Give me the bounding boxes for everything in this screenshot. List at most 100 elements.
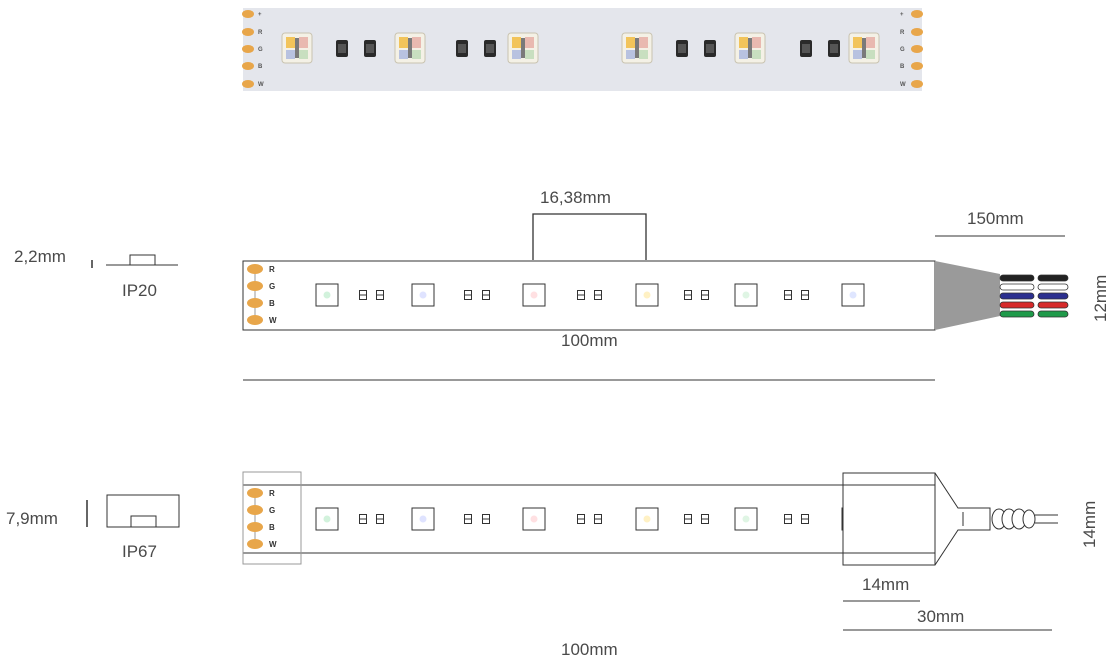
ip20-resistor xyxy=(801,290,809,300)
ip20-pad-label: G xyxy=(269,282,275,291)
ip20-pad-label: W xyxy=(269,316,277,325)
ip20-wire xyxy=(999,274,1035,282)
ip20-profile-led xyxy=(129,254,156,266)
ip20-led-dot xyxy=(530,291,538,299)
ip67-length-label: 100mm xyxy=(561,640,618,659)
ip20-wire xyxy=(1037,310,1069,318)
ip67-pad-label: W xyxy=(269,540,277,549)
ip67-pad-g xyxy=(247,505,263,515)
ip67-end-cap-left xyxy=(242,471,302,565)
photo-pad-label-left: + xyxy=(258,12,262,18)
ip20-resistor xyxy=(376,290,384,300)
photo-pad-right xyxy=(911,62,923,70)
ip67-pad-label: R xyxy=(269,489,275,498)
ip67-pad-r xyxy=(247,488,263,498)
ip20-strip-body xyxy=(242,260,936,331)
ip67-cap-total-label: 30mm xyxy=(917,607,964,626)
ip67-resistor xyxy=(684,514,692,524)
ip67-cap-length-label: 14mm xyxy=(862,575,909,594)
ip20-resistor xyxy=(359,290,367,300)
ip67-pad-label: G xyxy=(269,506,275,515)
ip20-pad-label: R xyxy=(269,265,275,274)
ip67-resistors xyxy=(359,514,809,524)
ip20-resistor xyxy=(482,290,490,300)
ip67-led-dot xyxy=(742,515,750,523)
ip67-pad-b xyxy=(247,522,263,532)
ip67-wire-ring xyxy=(1022,509,1036,529)
ip67-led-dot xyxy=(323,515,331,523)
ip67-resistor xyxy=(482,514,490,524)
photo-pad-label-left: B xyxy=(258,64,263,70)
ip20-wire xyxy=(999,283,1035,291)
ip20-wire xyxy=(1037,292,1069,300)
ip67-led-dot xyxy=(643,515,651,523)
photo-pad-label-right: W xyxy=(900,82,906,88)
ip20-wire xyxy=(999,310,1035,318)
photo-pad-label-right: G xyxy=(900,47,905,53)
ip67-wires xyxy=(991,508,1058,530)
ip20-resistor xyxy=(701,290,709,300)
photo-pad-label-left: W xyxy=(258,82,264,88)
photo-resistor xyxy=(364,40,376,57)
ip20-pitch-label: 16,38mm xyxy=(540,188,611,207)
ip20-wire xyxy=(1037,274,1069,282)
ip20-pad-w xyxy=(247,315,263,325)
ip20-led-dot xyxy=(643,291,651,299)
photo-pad-label-left: G xyxy=(258,47,263,53)
photo-pad-left xyxy=(242,10,254,18)
ip20-wire xyxy=(1037,283,1069,291)
ip20-leds xyxy=(315,283,865,307)
ip20-led-dot xyxy=(742,291,750,299)
ip20-pad-b xyxy=(247,298,263,308)
photo-pad-left xyxy=(242,45,254,53)
photo-resistor xyxy=(800,40,812,57)
ip67-resistor xyxy=(801,514,809,524)
ip67-pad-w xyxy=(247,539,263,549)
ip20-wire xyxy=(999,301,1035,309)
photo-led xyxy=(281,32,313,64)
ip20-pad-g xyxy=(247,281,263,291)
photo-led xyxy=(734,32,766,64)
ip20-led-dot xyxy=(323,291,331,299)
ip20-pitch-bracket xyxy=(532,213,647,260)
ip67-led-dot xyxy=(530,515,538,523)
ip20-length-label: 100mm xyxy=(561,331,618,350)
ip67-thickness-label: 7,9mm xyxy=(6,509,58,528)
photo-pad-left xyxy=(242,80,254,88)
photo-led xyxy=(394,32,426,64)
ip20-wire xyxy=(1037,301,1069,309)
photo-resistor xyxy=(704,40,716,57)
ip20-thickness-label: 2,2mm xyxy=(14,247,66,266)
photo-pad-right xyxy=(911,80,923,88)
ip67-resistor xyxy=(784,514,792,524)
ip20-cable-sleeve xyxy=(935,261,1000,330)
photo-pad-right xyxy=(911,45,923,53)
ip67-profile-led xyxy=(130,515,157,528)
photo-pad-label-left: R xyxy=(258,30,263,36)
ip67-pad-label: B xyxy=(269,523,275,532)
ip20-wires xyxy=(999,274,1069,318)
ip20-resistors xyxy=(359,290,809,300)
ip20-led-dot xyxy=(419,291,427,299)
ip20-width-label: 12mm xyxy=(1091,275,1110,322)
photo-pad-left xyxy=(242,62,254,70)
ip20-pad-label: B xyxy=(269,299,275,308)
ip20-pad-r xyxy=(247,264,263,274)
photo-pad-label-right: B xyxy=(900,64,905,70)
ip20-resistor xyxy=(577,290,585,300)
ip20-resistor xyxy=(464,290,472,300)
photo-led xyxy=(507,32,539,64)
ip20-resistor xyxy=(784,290,792,300)
ip67-width-label: 14mm xyxy=(1080,501,1099,548)
ip67-led-dot xyxy=(419,515,427,523)
ip67-end-cap-right xyxy=(842,472,991,566)
photo-pad-right xyxy=(911,28,923,36)
photo-pad-right xyxy=(911,10,923,18)
photo-resistor xyxy=(484,40,496,57)
photo-pad-label-right: + xyxy=(900,12,904,18)
photo-led xyxy=(621,32,653,64)
